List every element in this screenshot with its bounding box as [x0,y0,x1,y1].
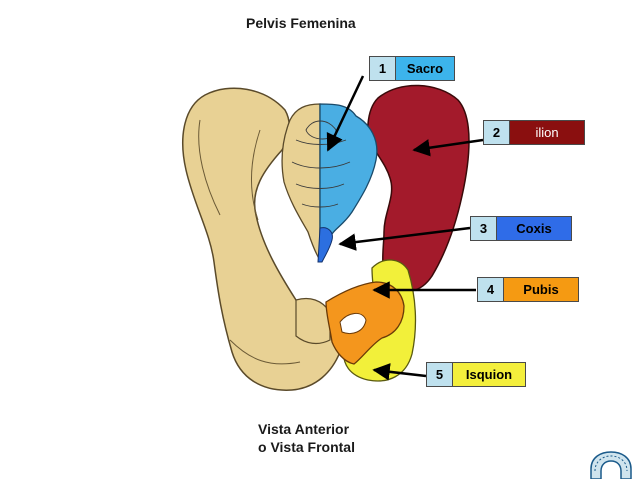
label-number: 4 [478,278,504,301]
label-name: Sacro [396,57,454,80]
arrow-isquion [372,363,427,381]
caption-line-2: o Vista Frontal [258,439,355,455]
label-number: 1 [370,57,396,80]
label-name: ilion [510,121,584,144]
sacrum-left-half [281,103,321,263]
label-coxis: 3 Coxis [470,216,572,241]
left-ilium-detail [198,119,301,365]
arrow-ilion [412,138,484,157]
diagram-title: Pelvis Femenina [246,15,356,31]
label-number: 5 [427,363,453,386]
label-sacro: 1 Sacro [369,56,455,81]
label-isquion: 5 Isquion [426,362,526,387]
label-name: Pubis [504,278,578,301]
label-pubis: 4 Pubis [477,277,579,302]
caption-line-1: Vista Anterior [258,421,350,437]
sacrum-segments [291,120,351,208]
left-pubis-bone [295,297,331,345]
label-number: 3 [471,217,497,240]
coxis-shape [317,227,333,263]
label-name: Isquion [453,363,525,386]
view-caption: Vista Anterior o Vista Frontal [258,420,355,456]
arrow-sacro [326,75,365,152]
obturator-foramen [339,313,367,334]
label-name: Coxis [497,217,571,240]
arrow-coxis [338,226,471,251]
label-number: 2 [484,121,510,144]
home-arch-icon[interactable] [589,451,633,479]
right-ilium-shape [367,84,470,292]
label-ilion: 2 ilion [483,120,585,145]
